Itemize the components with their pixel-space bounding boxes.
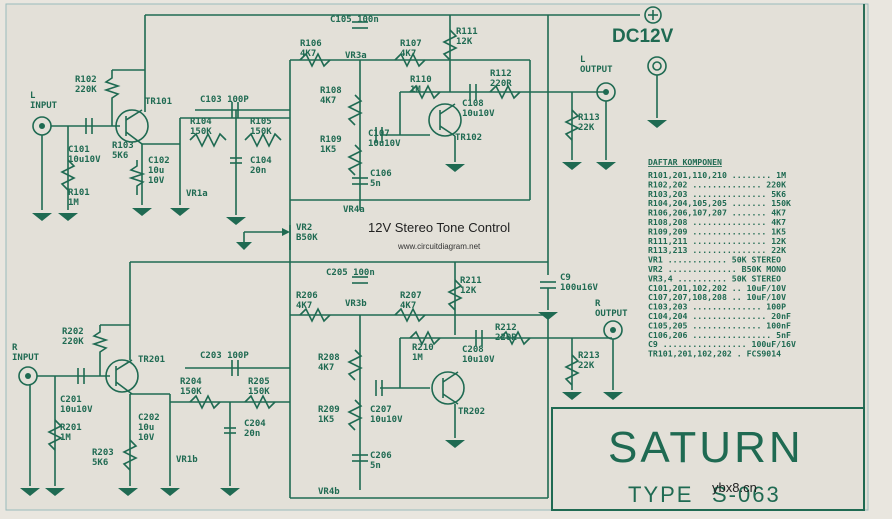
parts-list: DAFTAR KOMPONEN R101,201,110,210 .......… — [648, 157, 796, 359]
tr202-label: TR202 — [458, 407, 485, 417]
parts-list-item: C105,205 .............. 100nF — [648, 320, 791, 330]
c205-label: C205 100n — [326, 268, 375, 278]
vr4b-label: VR4b — [318, 487, 340, 497]
parts-list-item: R108,208 ............... 4K7 — [648, 217, 786, 227]
capacitor-symbols — [77, 21, 483, 462]
parts-list-item: VR3,4 .......... 50K STEREO — [648, 273, 781, 283]
parts-list-item: C107,207,108,208 .. 10uF/10V — [648, 292, 786, 302]
diagram-title: 12V Stereo Tone Control — [368, 220, 510, 235]
parts-list-item: R111,211 ............... 12K — [648, 236, 786, 246]
parts-list-item: C104,204 ............... 20nF — [648, 311, 791, 321]
type-code: S-063 — [712, 482, 781, 507]
parts-list-item: R103,203 ............... 5K6 — [648, 189, 786, 199]
type-label: TYPE — [628, 482, 693, 507]
title-block-frame — [551, 407, 865, 511]
left-channel-wiring — [32, 6, 667, 310]
vr1b-label: VR1b — [176, 455, 198, 465]
parts-list-item: TR101,201,102,202 . FCS9014 — [648, 349, 781, 359]
parts-list-item: R104,204,105,205 ....... 150K — [648, 198, 791, 208]
tr102-label: TR102 — [455, 133, 482, 143]
parts-list-item: C106,206 ................ 5nF — [648, 330, 791, 340]
parts-list-item: R102,202 .............. 220K — [648, 179, 786, 189]
vr4a-label: VR4a — [343, 205, 365, 215]
brand-label: SATURN — [608, 423, 804, 472]
parts-list-item: R101,201,110,210 ........ 1M — [648, 170, 786, 180]
vr1a-label: VR1a — [186, 189, 208, 199]
parts-list-item: R106,206,107,207 ....... 4K7 — [648, 208, 786, 218]
resistor-symbols — [47, 29, 580, 471]
tr201-label: TR201 — [138, 355, 165, 365]
parts-list-item: VR2 .............. B50K MONO — [648, 264, 786, 274]
parts-list-heading: DAFTAR KOMPONEN — [648, 157, 722, 167]
parts-list-item: C9 ................. 100uF/16V — [648, 339, 796, 349]
vr3b-label: VR3b — [345, 299, 367, 309]
title-block: SATURN TYPE S-063 ybx8.cn — [551, 407, 865, 511]
c203-label: C203 100P — [200, 351, 249, 361]
watermark: ybx8.cn — [712, 480, 757, 495]
parts-list-item: R113,213 ............... 22K — [648, 245, 786, 255]
c105-label: C105 100n — [330, 15, 379, 25]
parts-list-item: C101,201,102,202 .. 10uF/10V — [648, 283, 786, 293]
c103-label: C103 100P — [200, 95, 249, 105]
parts-list-item: C103,203 .............. 100P — [648, 302, 786, 312]
ground-symbols — [20, 120, 667, 496]
vr3a-label: VR3a — [345, 51, 367, 61]
power-label: DC12V — [612, 26, 674, 47]
tr101-label: TR101 — [145, 97, 172, 107]
website-label: www.circuitdiagram.net — [397, 242, 481, 251]
parts-list-item: R109,209 ............... 1K5 — [648, 226, 786, 236]
parts-list-item: VR1 ............ 50K STEREO — [648, 255, 781, 265]
